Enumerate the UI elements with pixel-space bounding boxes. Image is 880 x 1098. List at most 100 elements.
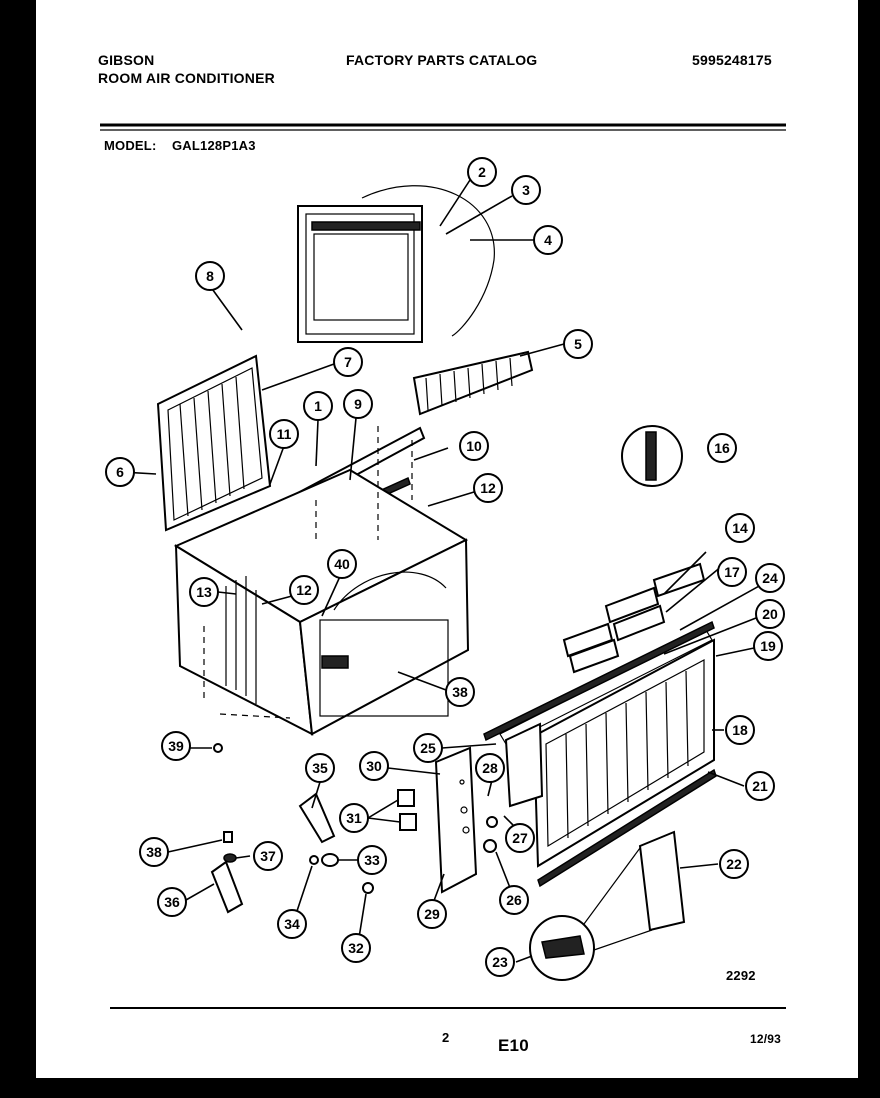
callout-4: 4 xyxy=(533,225,563,255)
callout-12-side: 12 xyxy=(289,575,319,605)
callout-12-top: 12 xyxy=(473,473,503,503)
detail-22-pointer xyxy=(583,847,653,951)
callout-9: 9 xyxy=(343,389,373,419)
callout-15: 16 xyxy=(707,433,737,463)
callout-6: 6 xyxy=(105,457,135,487)
callout-label: 6 xyxy=(116,464,124,480)
callout-label: 19 xyxy=(760,638,776,654)
callout-31: 32 xyxy=(341,933,371,963)
callout-25: 26 xyxy=(499,885,529,915)
callout-33: 34 xyxy=(277,909,307,939)
side-filter-panel xyxy=(156,354,272,532)
callout-1: 1 xyxy=(303,391,333,421)
callout-20: 21 xyxy=(745,771,775,801)
callout-label: 2 xyxy=(478,164,486,180)
callout-label: 7 xyxy=(344,354,352,370)
callout-27: 28 xyxy=(475,753,505,783)
callout-39: 39 xyxy=(161,731,191,761)
callout-label: 36 xyxy=(164,894,180,910)
alignment-lines xyxy=(203,426,413,719)
callout-label: 35 xyxy=(312,760,328,776)
bottom-trim xyxy=(537,768,717,888)
trim-strip xyxy=(483,620,715,742)
callout-label: 25 xyxy=(420,740,436,756)
nameplate xyxy=(638,830,686,932)
callout-label: 32 xyxy=(348,940,364,956)
callout-label: 38 xyxy=(146,844,162,860)
front-panel-frame xyxy=(297,205,423,343)
callout-label: 4 xyxy=(544,232,552,248)
callout-13: 13 xyxy=(189,577,219,607)
catalog-title: FACTORY PARTS CATALOG xyxy=(346,52,538,68)
callout-label: 23 xyxy=(492,954,508,970)
callout-label: 3 xyxy=(522,182,530,198)
drawing-number: 2292 xyxy=(726,968,756,983)
cabinet xyxy=(173,468,470,736)
product-name: ROOM AIR CONDITIONER xyxy=(98,70,275,86)
callout-label: 20 xyxy=(762,606,778,622)
knob-parts xyxy=(210,743,498,914)
callout-36: 37 xyxy=(253,841,283,871)
callout-label: 9 xyxy=(354,396,362,412)
panel-swing-arc xyxy=(361,185,495,337)
detail-22 xyxy=(529,915,595,981)
callout-label: 12 xyxy=(480,480,496,496)
callout-19: 20 xyxy=(755,599,785,629)
callout-26: 27 xyxy=(505,823,535,853)
callout-8: 8 xyxy=(195,261,225,291)
callout-2: 2 xyxy=(467,157,497,187)
callout-5: 5 xyxy=(563,329,593,359)
callout-label: 30 xyxy=(366,758,382,774)
air-filter xyxy=(412,350,534,416)
model-label: MODEL: xyxy=(104,138,157,153)
callout-10: 10 xyxy=(459,431,489,461)
callout-label: 17 xyxy=(724,564,740,580)
callout-7: 7 xyxy=(333,347,363,377)
callout-label: 1 xyxy=(314,398,322,414)
revision-date: 12/93 xyxy=(750,1032,782,1046)
front-grille xyxy=(532,638,715,868)
callout-label: 8 xyxy=(206,268,214,284)
callout-label: 37 xyxy=(260,848,276,864)
callout-label: 14 xyxy=(732,520,748,536)
catalog-number: 5995248175 xyxy=(692,52,772,68)
callout-label: 27 xyxy=(512,830,528,846)
callout-17: 18 xyxy=(725,715,755,745)
callout-label: 12 xyxy=(296,582,312,598)
callout-16: 17 xyxy=(717,557,747,587)
callout-label: 29 xyxy=(424,906,440,922)
model-number: GAL128P1A3 xyxy=(172,138,256,153)
callout-35: 36 xyxy=(157,887,187,917)
detail-15 xyxy=(621,425,683,487)
callout-label: 38 xyxy=(452,684,468,700)
callout-label: 5 xyxy=(574,336,582,352)
callout-3: 3 xyxy=(511,175,541,205)
callout-label: 16 xyxy=(714,440,730,456)
header-rule xyxy=(100,123,786,131)
callout-11: 11 xyxy=(269,419,299,449)
callout-label: 18 xyxy=(732,722,748,738)
callout-37: 38 xyxy=(139,837,169,867)
control-panel xyxy=(434,746,478,894)
callout-label: 22 xyxy=(726,856,742,872)
callout-14: 14 xyxy=(725,513,755,543)
section-code: E10 xyxy=(498,1036,529,1055)
callout-label: 26 xyxy=(506,892,522,908)
callout-label: 34 xyxy=(284,916,300,932)
callout-29: 30 xyxy=(359,751,389,781)
callout-23: 24 xyxy=(755,563,785,593)
brand-name: GIBSON xyxy=(98,52,155,68)
callout-label: 10 xyxy=(466,438,482,454)
callout-34: 35 xyxy=(305,753,335,783)
callout-label: 11 xyxy=(277,426,292,442)
callout-label: 33 xyxy=(364,852,380,868)
callout-28: 29 xyxy=(417,899,447,929)
callout-label: 28 xyxy=(482,760,498,776)
page-number: 2 xyxy=(442,1030,450,1045)
callout-label: 24 xyxy=(762,570,778,586)
callout-30: 31 xyxy=(339,803,369,833)
callout-18: 19 xyxy=(753,631,783,661)
callout-label: 39 xyxy=(168,738,184,754)
callout-22: 23 xyxy=(485,947,515,977)
